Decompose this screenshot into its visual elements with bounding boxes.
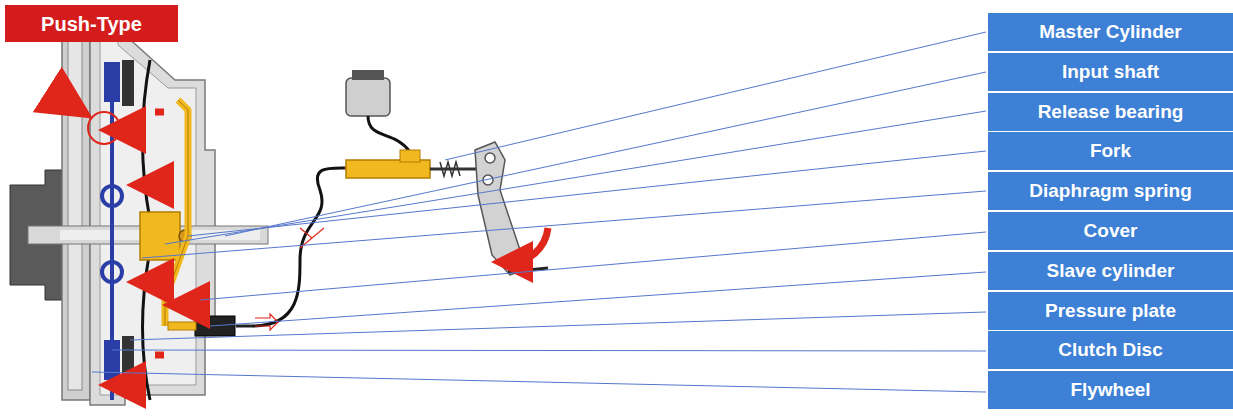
fluid-reservoir [352, 70, 384, 80]
part-label: Push-Type [41, 13, 142, 35]
diaphragm-spring [143, 60, 151, 220]
hydraulic-hose [252, 168, 350, 326]
leader-lines [210, 272, 986, 326]
release-fork [165, 100, 188, 326]
clutch-disc [104, 62, 120, 102]
type-badge: Push-Type [5, 5, 178, 42]
clutch-cover [90, 15, 215, 405]
motion-arrows [150, 278, 160, 286]
motion-arrows [48, 90, 70, 104]
part-label-box: Flywheel [988, 371, 1233, 409]
slave-cylinder [236, 325, 252, 328]
part-label: Fork [1090, 141, 1131, 162]
motion-arrows [186, 301, 200, 309]
leader-lines [200, 232, 986, 300]
release-bearing [140, 212, 180, 260]
leader-lines [92, 372, 986, 392]
master-cylinder [440, 162, 460, 176]
flywheel-block [68, 40, 82, 390]
part-label: Slave cylinder [1047, 261, 1175, 282]
clutch-cover [90, 15, 215, 405]
part-label-box: Pressure plate [988, 292, 1233, 330]
leader-lines [225, 72, 986, 236]
pressure-plate [122, 336, 134, 382]
part-label: Flywheel [1070, 380, 1150, 401]
release-fork [165, 100, 188, 326]
part-label-box: Input shaft [988, 53, 1233, 91]
part-label: Release bearing [1038, 102, 1184, 123]
part-label-box: Cover [988, 212, 1233, 250]
diaphragm-spring [143, 250, 151, 400]
part-label: Pressure plate [1045, 301, 1176, 322]
part-label: Master Cylinder [1039, 22, 1182, 43]
part-label-box: Diaphragm spring [988, 172, 1233, 210]
fluid-reservoir [346, 70, 410, 152]
clutch-disc [102, 186, 122, 206]
part-label: Diaphragm spring [1029, 181, 1192, 202]
leader-lines [92, 32, 986, 392]
leader-lines [130, 312, 986, 340]
pressure-plate [122, 60, 134, 106]
motion-arrows [122, 126, 132, 134]
flywheel-block [10, 30, 90, 400]
release-fork [165, 100, 188, 326]
master-cylinder [346, 160, 430, 178]
leader-lines [142, 191, 986, 258]
part-label: Cover [1084, 221, 1138, 242]
leader-lines [445, 32, 986, 160]
part-label-box: Master Cylinder [988, 13, 1233, 51]
leader-lines [112, 350, 986, 351]
part-label: Input shaft [1062, 62, 1159, 83]
leader-lines [188, 151, 986, 236]
clutch-disc [102, 262, 122, 282]
motion-arrows [512, 228, 548, 262]
pressure-plate [122, 60, 134, 382]
clutch-disc [104, 340, 120, 380]
motion-arrows [155, 109, 164, 116]
flywheel-block [62, 30, 90, 400]
part-label-box: Slave cylinder [988, 252, 1233, 290]
part-label-box: Clutch Disc [988, 331, 1233, 369]
motion-arrows [48, 90, 548, 385]
fluid-reservoir [368, 116, 410, 152]
slave-cylinder [168, 322, 196, 330]
fluid-reservoir [346, 78, 390, 116]
motion-arrows [150, 181, 160, 189]
motion-arrows [155, 352, 164, 359]
master-cylinder [400, 150, 420, 162]
part-label-box: Fork [988, 132, 1233, 170]
motion-arrows [122, 381, 132, 389]
motion-arrows [88, 112, 120, 144]
part-label: Clutch Disc [1058, 340, 1163, 361]
clutch-pedal [475, 142, 548, 275]
clutch-pedal [485, 153, 495, 163]
part-label-box: Release bearing [988, 93, 1233, 131]
clutch-pedal [475, 142, 530, 275]
